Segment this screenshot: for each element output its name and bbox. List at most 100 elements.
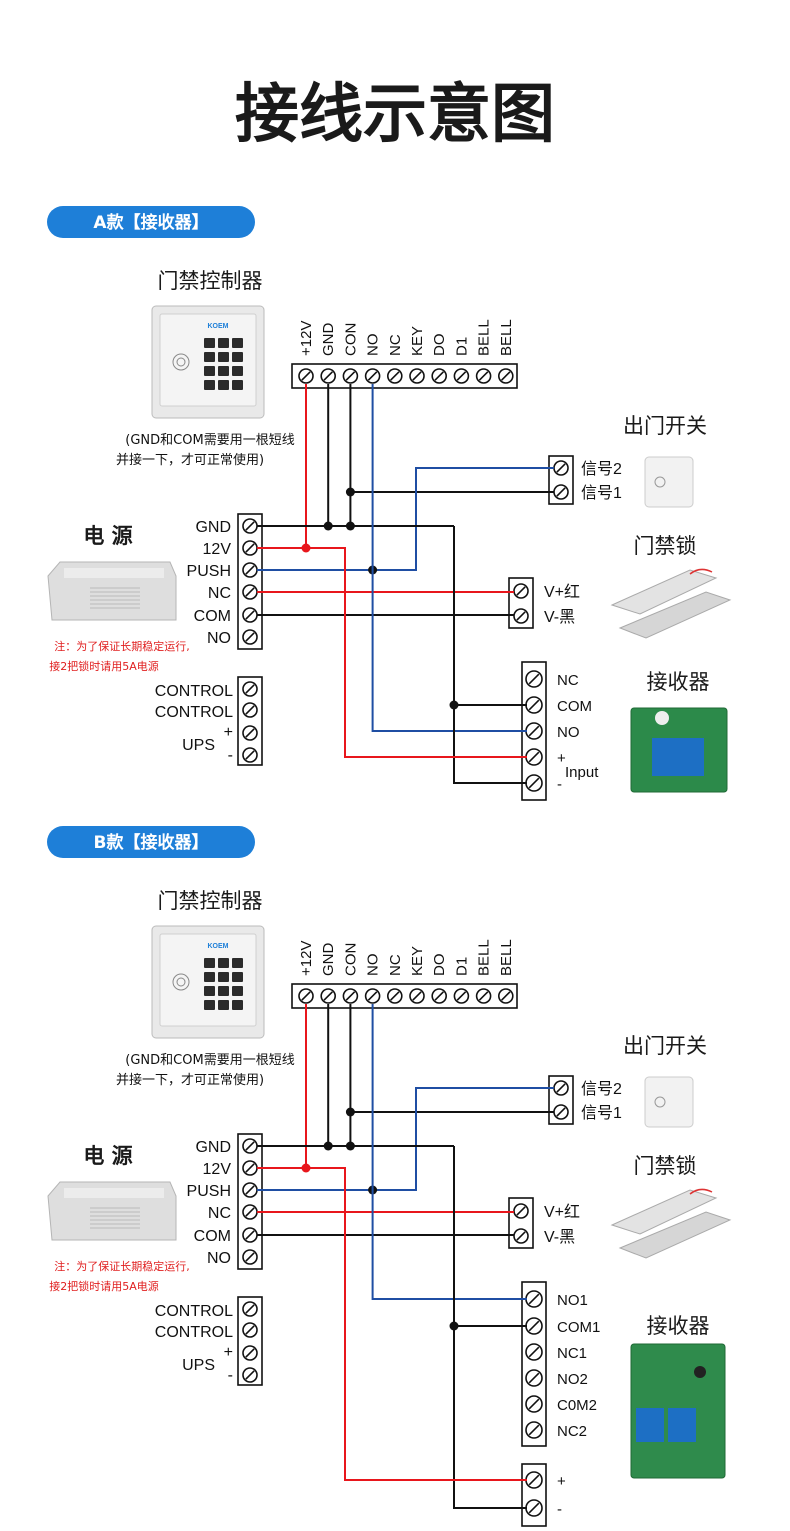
lock-terminal-label: V+红	[544, 583, 580, 601]
terminal-slot	[556, 463, 566, 473]
receiver-power-label: -	[557, 1501, 562, 1518]
terminal-slot	[245, 1207, 255, 1217]
terminal-slot	[367, 371, 378, 381]
controller-terminal-label: BELL	[498, 319, 515, 356]
terminal-slot	[301, 371, 311, 381]
controller-terminal-label: NO	[365, 954, 382, 977]
terminal-slot	[245, 521, 255, 531]
terminal-slot	[528, 1502, 540, 1514]
psu-title: 电 源	[83, 1144, 132, 1168]
terminal-slot	[516, 586, 526, 596]
terminal-slot	[528, 1372, 540, 1384]
controller-terminal-label: GND	[320, 943, 337, 977]
keypad-key	[218, 1000, 229, 1010]
keypad-key	[218, 338, 229, 348]
receiver-terminal-label: -	[557, 776, 562, 793]
terminal-slot	[390, 371, 400, 381]
receiver-terminal-label: NC	[557, 672, 579, 689]
receiver-power-label: +	[557, 1473, 566, 1490]
terminal-slot	[456, 371, 467, 381]
terminal-slot	[390, 991, 400, 1001]
lock-terminal-label: V-黑	[544, 1229, 575, 1246]
page-title: 接线示意图	[235, 78, 555, 152]
terminal-slot	[456, 991, 467, 1001]
receiver-terminal-label: NO2	[557, 1371, 588, 1388]
controller-terminal-label: D1	[453, 337, 470, 356]
receiver-relay-icon-2	[668, 1408, 696, 1442]
keypad-key	[204, 352, 215, 362]
terminal-slot	[528, 725, 540, 737]
psu-note-line2: 接2把锁时请用5A电源	[49, 659, 159, 673]
exit-switch-title: 出门开关	[623, 1034, 707, 1058]
rfid-icon-inner	[176, 357, 186, 367]
receiver-terminal-block	[521, 1281, 547, 1447]
rfid-icon-inner	[176, 977, 186, 987]
terminal-slot	[516, 1231, 526, 1241]
psu-terminal-label: COM	[194, 1228, 231, 1245]
keypad-key	[204, 972, 215, 982]
terminal-slot	[478, 991, 489, 1001]
psu-terminal-label: PUSH	[187, 563, 231, 580]
ups-plus: +	[224, 1344, 233, 1361]
receiver-terminal-label: NC1	[557, 1345, 587, 1362]
terminal-slot	[245, 1252, 255, 1262]
section-pill	[47, 206, 255, 238]
terminal-slot	[412, 371, 422, 381]
controller-brand: KOEM	[208, 943, 229, 950]
controller-note-line1: (GND和COM需要用一根短线	[125, 1053, 294, 1068]
controller-title: 门禁控制器	[158, 889, 263, 913]
terminal-slot	[245, 1163, 255, 1173]
controller-terminal-label: BELL	[498, 939, 515, 976]
ups-plus: +	[224, 724, 233, 741]
magnetic-lock-icon	[610, 1189, 718, 1235]
terminal-slot	[556, 487, 566, 497]
terminal-slot	[323, 991, 333, 1001]
terminal-slot	[323, 371, 333, 381]
terminal-slot	[245, 1230, 255, 1240]
terminal-slot	[345, 991, 356, 1001]
controller-title: 门禁控制器	[158, 269, 263, 293]
keypad-key	[218, 352, 229, 362]
exit-button-led	[654, 476, 666, 488]
terminal-slot	[245, 1141, 255, 1151]
terminal-slot	[245, 610, 255, 620]
keypad-key	[232, 380, 243, 390]
lock-wire-red	[689, 568, 713, 575]
keypad-key	[218, 380, 229, 390]
junction-dot	[345, 487, 355, 497]
controller-terminal-label: KEY	[409, 326, 426, 356]
controller-note-line1: (GND和COM需要用一根短线	[125, 433, 294, 448]
section-pill	[47, 826, 255, 858]
section-pill-label: A款【接收器】	[93, 212, 208, 233]
receiver-relay-icon	[636, 1408, 664, 1442]
keypad-key	[232, 338, 243, 348]
control-label: CONTROL	[155, 1324, 233, 1341]
terminal-slot	[528, 1346, 540, 1358]
control-label: CONTROL	[155, 683, 233, 700]
keypad-key	[232, 352, 243, 362]
terminal-slot	[245, 632, 255, 642]
controller-terminal-label: DO	[431, 954, 448, 977]
controller-note-line2: 并接一下，才可正常使用)	[116, 1072, 264, 1088]
receiver-capacitor	[694, 1366, 706, 1378]
terminal-slot	[528, 1398, 540, 1410]
wire-no-receiver	[371, 1004, 527, 1300]
psu-terminal-label: COM	[194, 608, 231, 625]
keypad-key	[204, 380, 215, 390]
terminal-slot	[434, 991, 444, 1001]
rfid-icon	[172, 353, 190, 371]
terminal-slot	[245, 1304, 255, 1314]
controller-terminal-label: BELL	[476, 939, 493, 976]
terminal-slot	[528, 1293, 540, 1305]
psu-terminal-block	[237, 1133, 263, 1270]
keypad-key	[232, 972, 243, 982]
controller-note-line2: 并接一下，才可正常使用)	[116, 452, 264, 468]
terminal-slot	[528, 751, 540, 763]
terminal-slot	[501, 991, 511, 1001]
exit-button-icon	[644, 1076, 694, 1128]
lock-terminal-label: V+红	[544, 1203, 580, 1221]
ups-label: UPS	[182, 737, 215, 754]
lock-title: 门禁锁	[634, 1154, 697, 1178]
terminal-slot	[528, 1424, 540, 1436]
